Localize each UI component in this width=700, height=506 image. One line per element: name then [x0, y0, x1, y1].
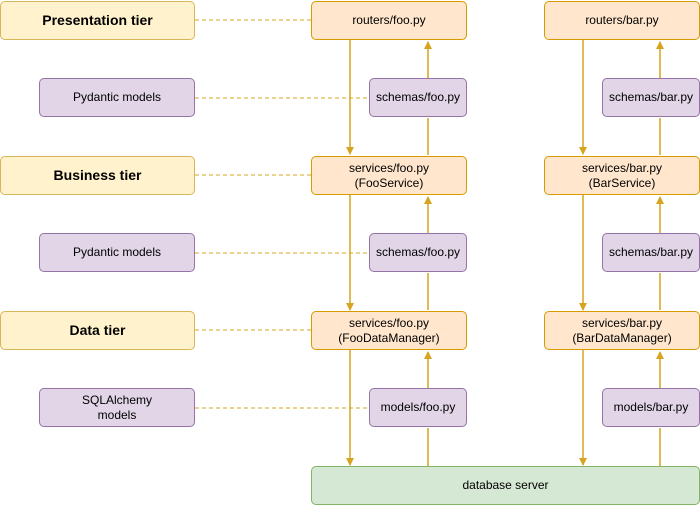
foo-service-box: services/foo.py (FooService): [311, 156, 467, 195]
bar-schemas-box-2: schemas/bar.py: [602, 233, 700, 272]
bar-datamanager-label: services/bar.py (BarDataManager): [572, 315, 672, 345]
foo-datamanager-label: services/foo.py (FooDataManager): [338, 315, 440, 345]
bar-service-label: services/bar.py (BarService): [581, 160, 663, 190]
pydantic-models-box-2: Pydantic models: [39, 233, 195, 272]
foo-router-label: routers/foo.py: [352, 13, 426, 27]
bar-schemas-box-1: schemas/bar.py: [602, 78, 700, 117]
bar-router-box: routers/bar.py: [544, 1, 700, 40]
database-server-box: database server: [311, 466, 700, 505]
bar-service-box: services/bar.py (BarService): [544, 156, 700, 195]
sqlalchemy-models-box: SQLAlchemy models: [39, 388, 195, 427]
bar-schemas-label-2: schemas/bar.py: [608, 245, 694, 259]
foo-datamanager-box: services/foo.py (FooDataManager): [311, 311, 467, 350]
bar-models-box: models/bar.py: [602, 388, 700, 427]
foo-schemas-box-1: schemas/foo.py: [369, 78, 467, 117]
bar-schemas-label-1: schemas/bar.py: [608, 90, 694, 104]
foo-models-label: models/foo.py: [380, 400, 456, 414]
data-tier-label: Data tier: [69, 322, 126, 338]
business-tier-box: Business tier: [0, 156, 195, 195]
foo-service-label: services/foo.py (FooService): [348, 160, 430, 190]
sqlalchemy-models-label: SQLAlchemy models: [81, 392, 153, 422]
pydantic-models-label-2: Pydantic models: [72, 245, 162, 259]
foo-schemas-label-1: schemas/foo.py: [375, 90, 461, 104]
foo-router-box: routers/foo.py: [311, 1, 467, 40]
pydantic-models-label-1: Pydantic models: [72, 90, 162, 104]
foo-models-box: models/foo.py: [369, 388, 467, 427]
bar-router-label: routers/bar.py: [585, 13, 659, 27]
data-tier-box: Data tier: [0, 311, 195, 350]
presentation-tier-box: Presentation tier: [0, 1, 195, 40]
bar-models-label: models/bar.py: [613, 400, 689, 414]
foo-schemas-label-2: schemas/foo.py: [375, 245, 461, 259]
foo-schemas-box-2: schemas/foo.py: [369, 233, 467, 272]
pydantic-models-box-1: Pydantic models: [39, 78, 195, 117]
database-server-label: database server: [462, 478, 549, 492]
business-tier-label: Business tier: [53, 167, 142, 183]
presentation-tier-label: Presentation tier: [42, 12, 153, 28]
bar-datamanager-box: services/bar.py (BarDataManager): [544, 311, 700, 350]
